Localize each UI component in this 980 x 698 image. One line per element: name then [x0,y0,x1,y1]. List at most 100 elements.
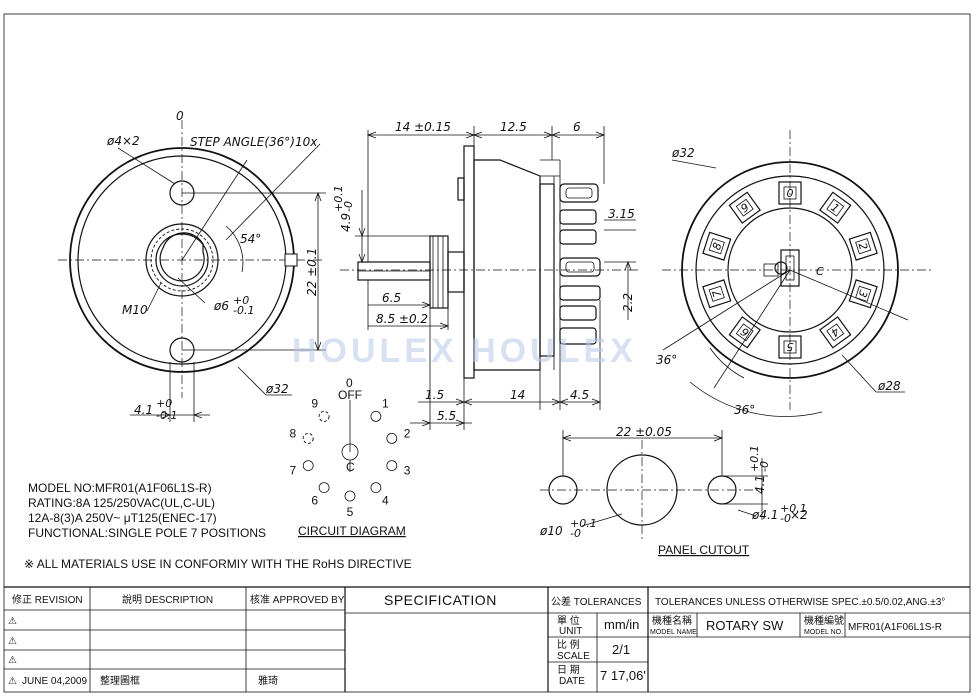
tb-model-name-val: ROTARY SW [706,618,784,633]
tb-scale-val: 2/1 [612,642,630,657]
rear-terminal-slot: 3 [848,279,878,309]
circuit-position-3 [386,460,398,472]
note-rating2: 12A-8(3)A 250V~ μT125(ENEC-17) [28,511,217,525]
circuit-position-8 [302,432,314,444]
rear-inner-dia: ø28 [877,379,901,393]
note-rohs: ※ ALL MATERIALS USE IN CONFORMIY WITH TH… [24,557,412,571]
circuit-position-4 [370,482,382,494]
tb-description-header: 說明 DESCRIPTION [122,593,213,606]
front-view [58,120,326,422]
terminal-7 [559,327,597,345]
dim-6: 6 [573,120,581,134]
rear-outer-circle [681,161,899,379]
dim-4-9-tol-lower: -0 [342,201,355,212]
tb-unit-val: mm/in [604,617,639,632]
dim-12-5: 12.5 [500,120,527,134]
rear-terminal-label: 8 [710,241,725,252]
tb-rev-date: JUNE 04,2009 [22,676,87,687]
rear-terminal-label: 4 [828,325,841,340]
circuit-position-9 [318,410,330,422]
tb-rev-desc: 整理圖框 [100,674,140,687]
note-model: MODEL NO:MFR01(A1F06L1S-R) [28,481,212,495]
circuit-position-5 [344,490,356,502]
circuit-position-1 [370,410,382,422]
panel-center-hole-dim: ø10 [539,524,563,538]
rear-common-label: C [816,265,824,278]
panel-side-tol-lower: -0 [780,512,791,525]
tb-rev-mark-4: ⚠ [8,676,17,687]
rear-outer-dia: ø32 [671,146,695,160]
rear-terminal-label: 3 [855,288,870,299]
circuit-off: OFF [338,388,362,402]
tb-date-cn: 日 期 [557,664,580,676]
panel-width-dim: 22 ±0.05 [616,425,672,439]
shaft-tol-lower: -0.1 [233,304,254,317]
shaft-tol-upper: +0 [233,294,249,307]
circuit-caption: CIRCUIT DIAGRAM [298,524,406,538]
circuit-position-2 [386,432,398,444]
tb-model-name-en: MODEL NAME [650,629,697,636]
terminal-1 [559,183,599,203]
dim-14: 14 ±0.15 [395,120,451,134]
tb-revision-header: 修正 REVISION [12,593,83,606]
rear-angle-a: 36° [656,353,677,367]
circuit-position-7 [302,460,314,472]
title-block [4,586,970,692]
tb-rev-mark-1: ⚠ [8,616,17,627]
shaft-flat [159,232,205,282]
circuit-positions [302,410,398,502]
terminal-4 [559,257,601,277]
tb-rev-approver: 雅琦 [258,674,278,687]
panel-side-qty: ×2 [790,508,808,522]
circuit-diagram [302,400,398,502]
tb-model-no-en: MODEL NO. [804,629,843,636]
circuit-position-label-1: 1 [382,397,389,411]
rear-angle-b: 36° [734,403,755,417]
rear-terminal-label: 9 [738,201,751,216]
note-rating: RATING:8A 125/250VAC(UL,C-UL) [28,496,215,510]
tb-specification: SPECIFICATION [384,592,497,608]
rear-terminal-label: 5 [787,340,794,353]
panel-center-tol-upper: +0.1 [570,517,597,530]
panel-center-tol-lower: -0 [570,527,581,540]
tb-model-name-cn: 機種名稱 [652,614,692,627]
terminal-5 [559,285,601,301]
dim-2-2: 2.2 [621,293,635,312]
panel-hole-height-tol-upper: +0.1 [748,445,761,472]
terminal-3 [559,229,597,245]
circuit-common: C [346,460,355,474]
circuit-position-label-7: 7 [290,464,297,478]
rear-terminal-slot: 7 [702,279,732,309]
flat-tol-upper: +0 [156,397,172,410]
tb-tolerances-header: 公差 TOLERANCES [551,595,642,608]
rear-terminal-slot: 2 [848,231,878,261]
terminal-6 [559,305,597,321]
dim-4-9-tol-upper: +0.1 [332,185,345,212]
dim-1-5: 1.5 [425,388,444,402]
dim-5-5: 5.5 [437,409,456,423]
mount-holes-dim: ø4×2 [106,134,140,148]
step-angle-label: STEP ANGLE(36°)10x [190,135,318,149]
dim-8-5: 8.5 ±0.2 [376,312,428,326]
body-dia-label: ø32 [265,382,289,396]
tb-unit-en: UNIT [559,626,582,637]
tb-rev-mark-3: ⚠ [8,655,17,666]
circuit-position-label-8: 8 [290,427,297,441]
dim-3-15: 3.15 [608,207,635,221]
tb-date-val: 7 17,06' [600,668,646,683]
circuit-position-label-9: 9 [311,397,318,411]
circuit-position-6 [318,482,330,494]
circuit-position-label-6: 6 [311,494,318,508]
panel-hole-height-tol-lower: -0 [758,461,771,472]
circuit-position-label-5: 5 [347,505,354,519]
tb-scale-cn: 比 例 [557,638,580,651]
panel-center-hole [606,454,678,526]
angle-54-label: 54° [240,232,261,246]
tb-tolerance-note: TOLERANCES UNLESS OTHERWISE SPEC.±0.5/0.… [655,597,945,608]
front-zero-label: 0 [176,109,184,123]
rear-terminal-label: 1 [828,201,841,216]
circuit-zero: 0 [346,376,353,390]
rear-terminal-label: 0 [787,187,794,200]
circuit-position-label-3: 3 [404,464,411,478]
